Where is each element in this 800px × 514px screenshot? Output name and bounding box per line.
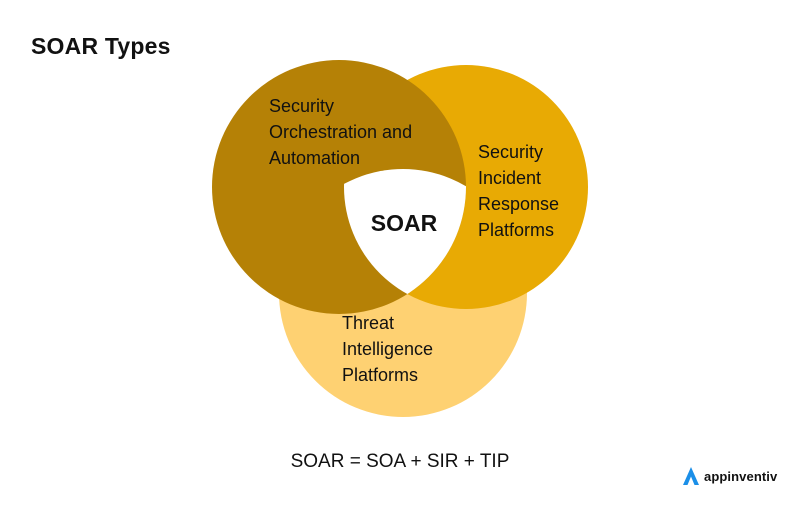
center-label: SOAR bbox=[371, 210, 438, 236]
sir-label: Security Incident Response Platforms bbox=[478, 142, 564, 240]
soa-label: Security Orchestration and Automation bbox=[269, 96, 417, 168]
page-title: SOAR Types bbox=[31, 33, 171, 59]
appinventiv-logo-icon bbox=[683, 467, 699, 485]
tip-label: Threat Intelligence Platforms bbox=[342, 313, 438, 385]
brand-name: appinventiv bbox=[704, 468, 778, 484]
formula-text: SOAR = SOA + SIR + TIP bbox=[290, 451, 510, 472]
brand: appinventiv bbox=[682, 464, 777, 488]
